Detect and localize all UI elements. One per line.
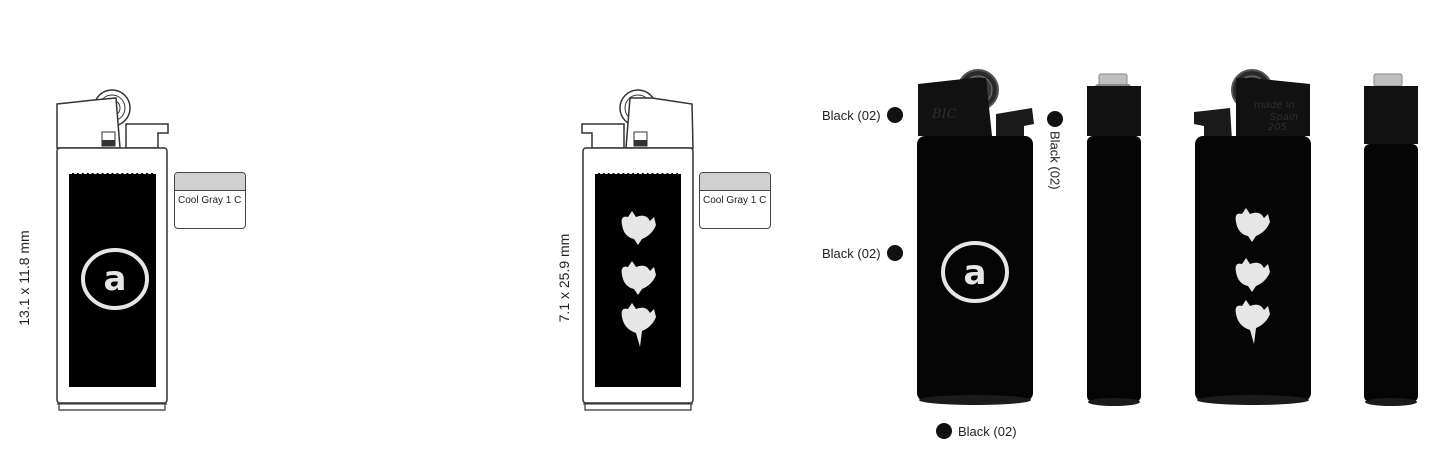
callout-bottom-label: Black (02): [958, 423, 1017, 439]
color-dot-icon: [936, 423, 952, 439]
lighter-front-goats: made in Spain 205: [1194, 69, 1311, 405]
swatch-fill: [700, 173, 770, 191]
callout-cap-label: Black (02): [822, 107, 881, 123]
callout-hood-label: Black (02): [1047, 131, 1063, 190]
goat-figures-icon: [621, 211, 656, 347]
template-1-dimension-label: 13.1 x 11.8 mm: [16, 230, 32, 326]
svg-text:BIC: BIC: [931, 107, 957, 122]
callout-cap-color: Black (02): [822, 107, 903, 123]
swatch-label: Cool Gray 1 C: [703, 195, 767, 206]
template-2-dimension-label: 7.1 x 25.9 mm: [556, 233, 572, 323]
swatch-fill: [175, 173, 245, 191]
callout-bottom-color: Black (02): [936, 423, 1017, 439]
lighter-side-2: [1364, 73, 1418, 406]
svg-text:made in: made in: [1254, 100, 1295, 111]
svg-text:Spain: Spain: [1270, 112, 1298, 123]
svg-text:a: a: [964, 253, 987, 293]
color-dot-icon: [886, 107, 903, 123]
lighter-side-1: [1087, 73, 1141, 406]
circle-a-logo-icon: a: [81, 248, 149, 310]
callout-hood-color: Black (02): [1047, 111, 1063, 190]
lighter-front-circle-a: BIC a: [917, 69, 1034, 405]
color-dot-icon: [886, 245, 903, 261]
color-dot-icon: [1047, 111, 1063, 127]
swatch-label: Cool Gray 1 C: [178, 195, 242, 206]
svg-text:a: a: [104, 259, 127, 299]
svg-text:205: 205: [1268, 122, 1287, 133]
template-2-color-swatch: Cool Gray 1 C: [699, 172, 771, 229]
callout-body-color: Black (02): [822, 245, 903, 261]
callout-body-label: Black (02): [822, 245, 881, 261]
template-1-color-swatch: Cool Gray 1 C: [174, 172, 246, 229]
